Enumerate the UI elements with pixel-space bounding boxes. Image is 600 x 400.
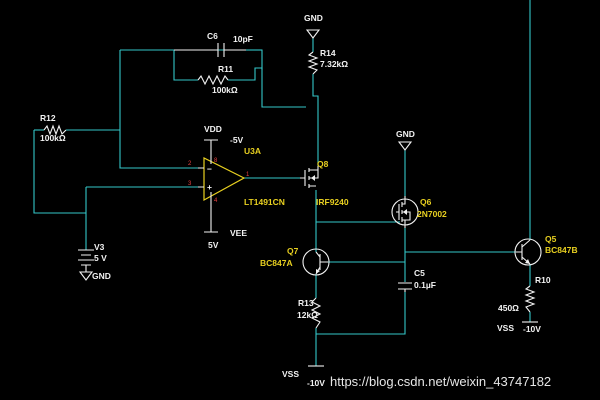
- q7-part: BC847A: [260, 258, 293, 268]
- vss-bottom-label: VSS: [282, 369, 299, 379]
- resistor-r11[interactable]: [197, 74, 229, 86]
- svg-text:−: −: [207, 164, 212, 174]
- q6-part: 2N7002: [417, 209, 447, 219]
- vdd-label: VDD: [204, 124, 222, 134]
- q8-ref: Q8: [317, 159, 329, 169]
- wires: [33, 0, 531, 366]
- r13-value: 12kΩ: [297, 310, 318, 320]
- q5-ref: Q5: [545, 234, 557, 244]
- r12-ref: R12: [40, 113, 56, 123]
- vss-bottom-value: -10V: [307, 378, 325, 388]
- wire-r14-to-q8: [312, 74, 319, 166]
- pin-4: 4: [214, 198, 218, 204]
- r14-value: 7.32kΩ: [320, 59, 348, 69]
- capacitor-c5[interactable]: [398, 282, 412, 292]
- r11-ref: R11: [218, 64, 233, 74]
- gnd-top-label: GND: [304, 13, 323, 23]
- q6-ref: Q6: [420, 197, 432, 207]
- c6-ref: C6: [207, 31, 218, 41]
- vdd-value: -5V: [230, 135, 244, 145]
- vee-value: 5V: [208, 240, 219, 250]
- r10-value: 450Ω: [498, 303, 519, 313]
- pin-3: 3: [188, 181, 192, 187]
- wire-r12-left: [33, 130, 86, 214]
- r10-ref: R10: [535, 275, 551, 285]
- gnd-v3-label: GND: [92, 271, 111, 281]
- pin-1: 1: [246, 172, 250, 178]
- wire-feedback-top: [120, 49, 263, 70]
- resistor-r10[interactable]: [524, 285, 536, 313]
- gnd-symbol-top: [305, 29, 321, 39]
- pin-2: 2: [188, 161, 192, 167]
- q7-ref: Q7: [287, 246, 299, 256]
- r11-value: 100kΩ: [212, 85, 238, 95]
- r12-value: 100kΩ: [40, 133, 66, 143]
- r14-ref: R14: [320, 48, 336, 58]
- transistor-q5[interactable]: [514, 238, 542, 266]
- wire-feedback-to-inverting: [119, 50, 198, 169]
- q5-part: BC847B: [545, 245, 578, 255]
- watermark-text: https://blog.csdn.net/weixin_43747182: [330, 374, 551, 389]
- pin-8: 8: [214, 158, 218, 164]
- c5-ref: C5: [414, 268, 425, 278]
- gnd-symbol-q6: [397, 141, 413, 151]
- u3a-part: LT1491CN: [244, 197, 285, 207]
- mosfet-q8[interactable]: [300, 166, 319, 188]
- capacitor-c6[interactable]: [174, 43, 246, 57]
- resistor-r14[interactable]: [307, 51, 319, 75]
- r13-ref: R13: [298, 298, 314, 308]
- opamp-u3a[interactable]: − +: [198, 139, 246, 233]
- q8-part: IRF9240: [316, 197, 349, 207]
- voltage-source-v3[interactable]: [78, 249, 94, 281]
- u3a-ref: U3A: [244, 146, 261, 156]
- gnd-q6-label: GND: [396, 129, 415, 139]
- wire-r11-to-drain: [228, 67, 306, 108]
- v3-ref: V3: [94, 242, 105, 252]
- resistor-r13[interactable]: [310, 297, 322, 329]
- v3-value: 5 V: [94, 253, 107, 263]
- vee-label: VEE: [230, 228, 247, 238]
- c6-value: 10pF: [233, 34, 253, 44]
- resistor-r12[interactable]: [43, 124, 67, 136]
- c5-value: 0.1µF: [414, 280, 436, 290]
- vss-right-label: VSS: [497, 323, 514, 333]
- vss-right-value: -10V: [523, 324, 541, 334]
- mosfet-q6[interactable]: [391, 196, 419, 228]
- wire-r11-left: [173, 50, 198, 81]
- svg-text:+: +: [207, 182, 212, 192]
- transistor-q7[interactable]: [302, 248, 330, 276]
- wire-c5-bottom: [316, 292, 406, 335]
